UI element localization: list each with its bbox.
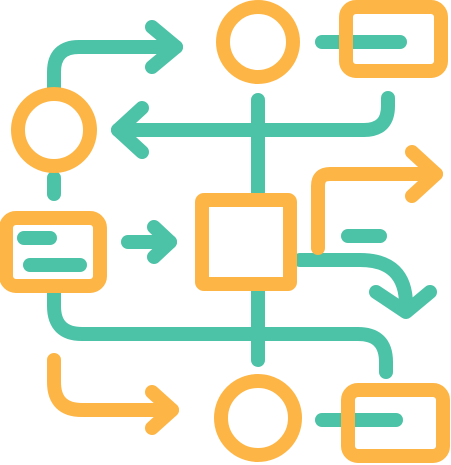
node-rect-left: [0, 211, 107, 293]
node-circle-top: [216, 0, 300, 84]
node-rect-top-right: [339, 0, 448, 78]
connector-arrow-orange-bottom: [47, 353, 179, 417]
connector-bottom-sweep: [47, 283, 393, 379]
connector-arrow-return: [111, 91, 395, 137]
arrowhead-return: [111, 101, 149, 159]
arrowhead-orange-right: [405, 145, 443, 203]
connector-arrow-orange-right: [311, 167, 443, 255]
node-circle-bottom: [214, 374, 302, 462]
node-rect-bottom-right: [341, 383, 450, 463]
connector-arrow-curve-down: [293, 253, 413, 312]
arrowhead-to-center: [147, 220, 177, 264]
arrowhead-orange-bottom: [145, 385, 179, 435]
arrowhead-top-left: [145, 20, 183, 74]
node-circle-left: [11, 87, 97, 173]
node-square-center: [195, 193, 297, 291]
connector-lines: [17, 20, 437, 427]
connector-arrow-top-left: [47, 40, 183, 99]
arrowhead-curve-down: [369, 285, 437, 319]
